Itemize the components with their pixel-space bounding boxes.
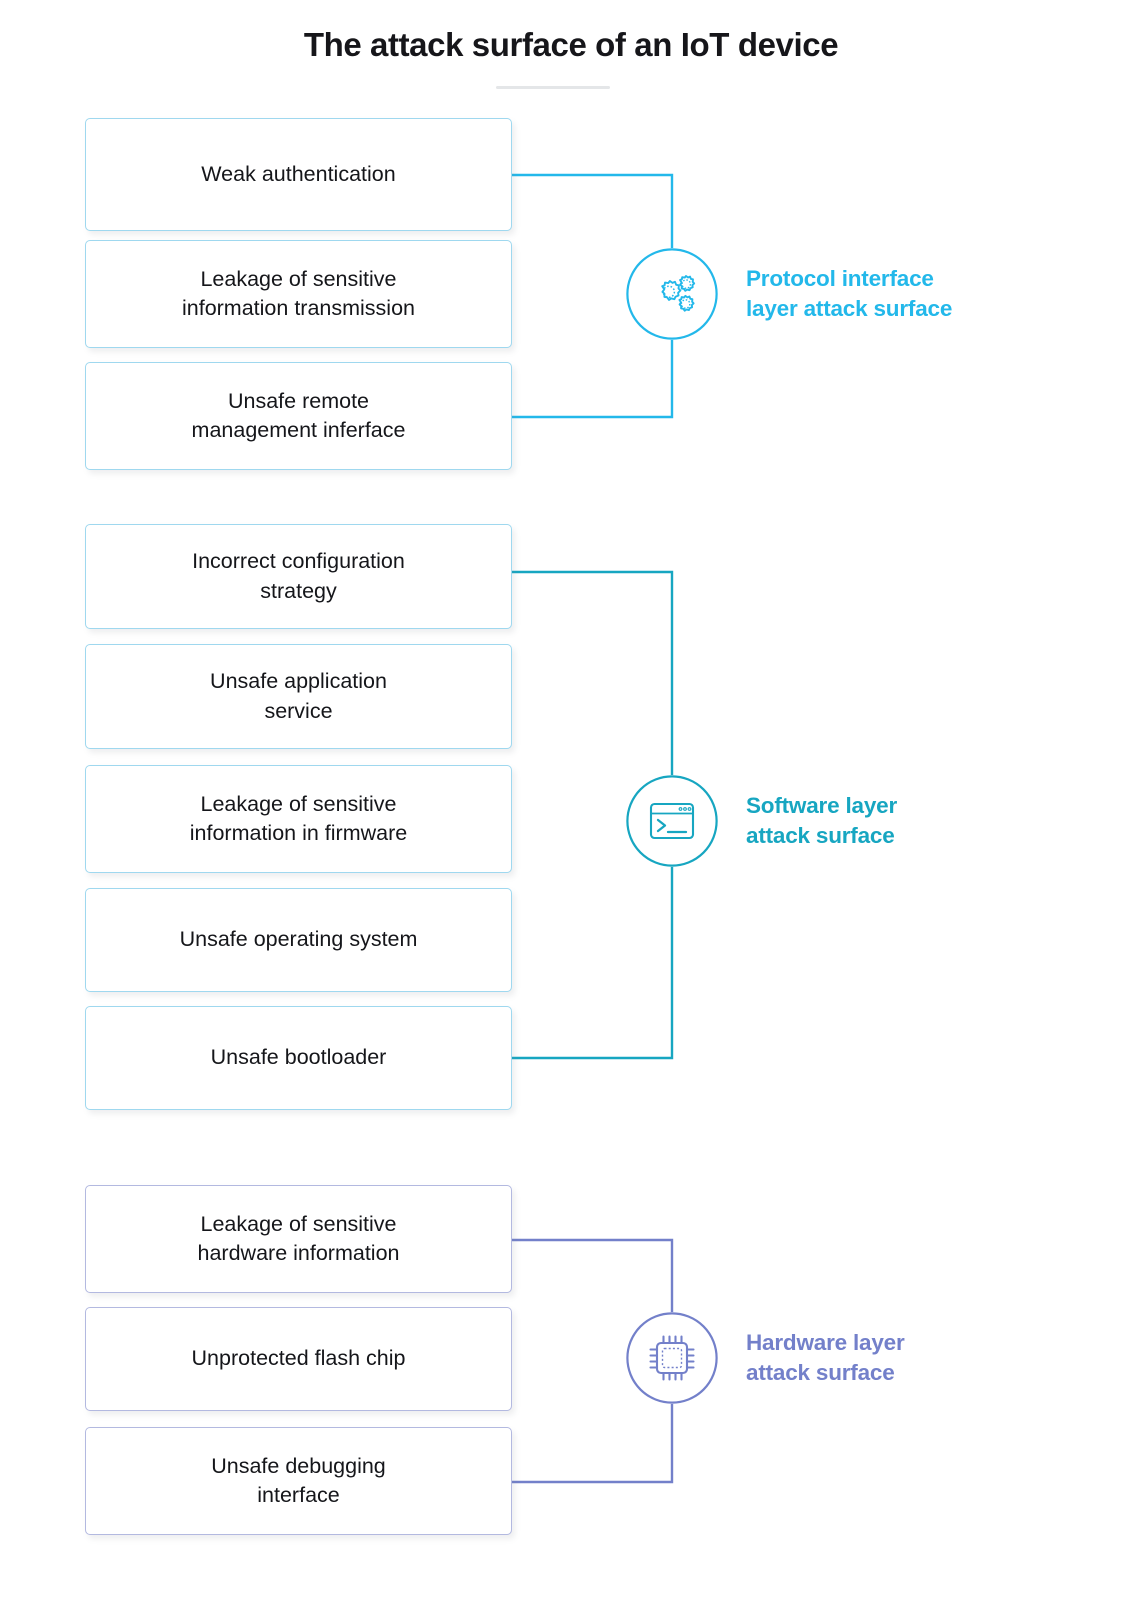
terminal-window-icon [626, 775, 718, 867]
box-label: Leakage of sensitive information transmi… [181, 266, 415, 320]
box-unsafe-operating-system[interactable]: Unsafe operating system [85, 888, 512, 992]
layer-protocol[interactable]: Protocol interface layer attack surface [626, 248, 952, 340]
box-label: Unsafe remote management inferface [191, 388, 406, 442]
box-label: Leakage of sensitive hardware informatio… [197, 1211, 400, 1265]
cpu-chip-icon [626, 1312, 718, 1404]
box-incorrect-configuration-strategy[interactable]: Incorrect configuration strategy [85, 524, 512, 629]
connector-software-top [512, 570, 674, 777]
connector-hardware-top [512, 1238, 674, 1314]
box-leakage-sensitive-info-transmission[interactable]: Leakage of sensitive information transmi… [85, 240, 512, 348]
box-unprotected-flash-chip[interactable]: Unprotected flash chip [85, 1307, 512, 1411]
box-unsafe-bootloader[interactable]: Unsafe bootloader [85, 1006, 512, 1110]
connector-software-bottom [512, 865, 674, 1060]
layer-hardware[interactable]: Hardware layer attack surface [626, 1312, 905, 1404]
gears-icon [626, 248, 718, 340]
connector-hardware-bottom [512, 1402, 674, 1484]
layer-software-caption: Software layer attack surface [746, 793, 898, 848]
box-label: Unsafe operating system [179, 927, 418, 952]
box-unsafe-remote-management-interface[interactable]: Unsafe remote management inferface [85, 362, 512, 470]
box-leakage-sensitive-info-firmware[interactable]: Leakage of sensitive information in firm… [85, 765, 512, 873]
box-label: Unsafe debugging interface [211, 1453, 386, 1507]
box-label: Weak authentication [201, 161, 396, 186]
box-label: Unsafe bootloader [210, 1045, 387, 1070]
box-label: Unsafe application service [210, 669, 387, 723]
box-label: Leakage of sensitive information in firm… [189, 791, 408, 845]
layer-software-icon-circle [626, 775, 718, 867]
connector-protocol-top [512, 173, 674, 250]
layer-hardware-icon-circle [626, 1312, 718, 1404]
box-label: Incorrect configuration strategy [192, 549, 405, 603]
box-label: Unprotected flash chip [191, 1346, 406, 1371]
connector-protocol-bottom [512, 338, 674, 419]
layer-protocol-icon-circle [626, 248, 718, 340]
layer-protocol-caption: Protocol interface layer attack surface [746, 266, 953, 321]
box-unsafe-debugging-interface[interactable]: Unsafe debugging interface [85, 1427, 512, 1535]
box-leakage-sensitive-hardware-information[interactable]: Leakage of sensitive hardware informatio… [85, 1185, 512, 1293]
layer-software[interactable]: Software layer attack surface [626, 775, 897, 867]
layer-hardware-caption: Hardware layer attack surface [746, 1330, 905, 1385]
box-unsafe-application-service[interactable]: Unsafe application service [85, 644, 512, 749]
box-weak-authentication[interactable]: Weak authentication [85, 118, 512, 231]
page-title: The attack surface of an IoT device [303, 26, 839, 63]
title-divider [496, 86, 610, 89]
